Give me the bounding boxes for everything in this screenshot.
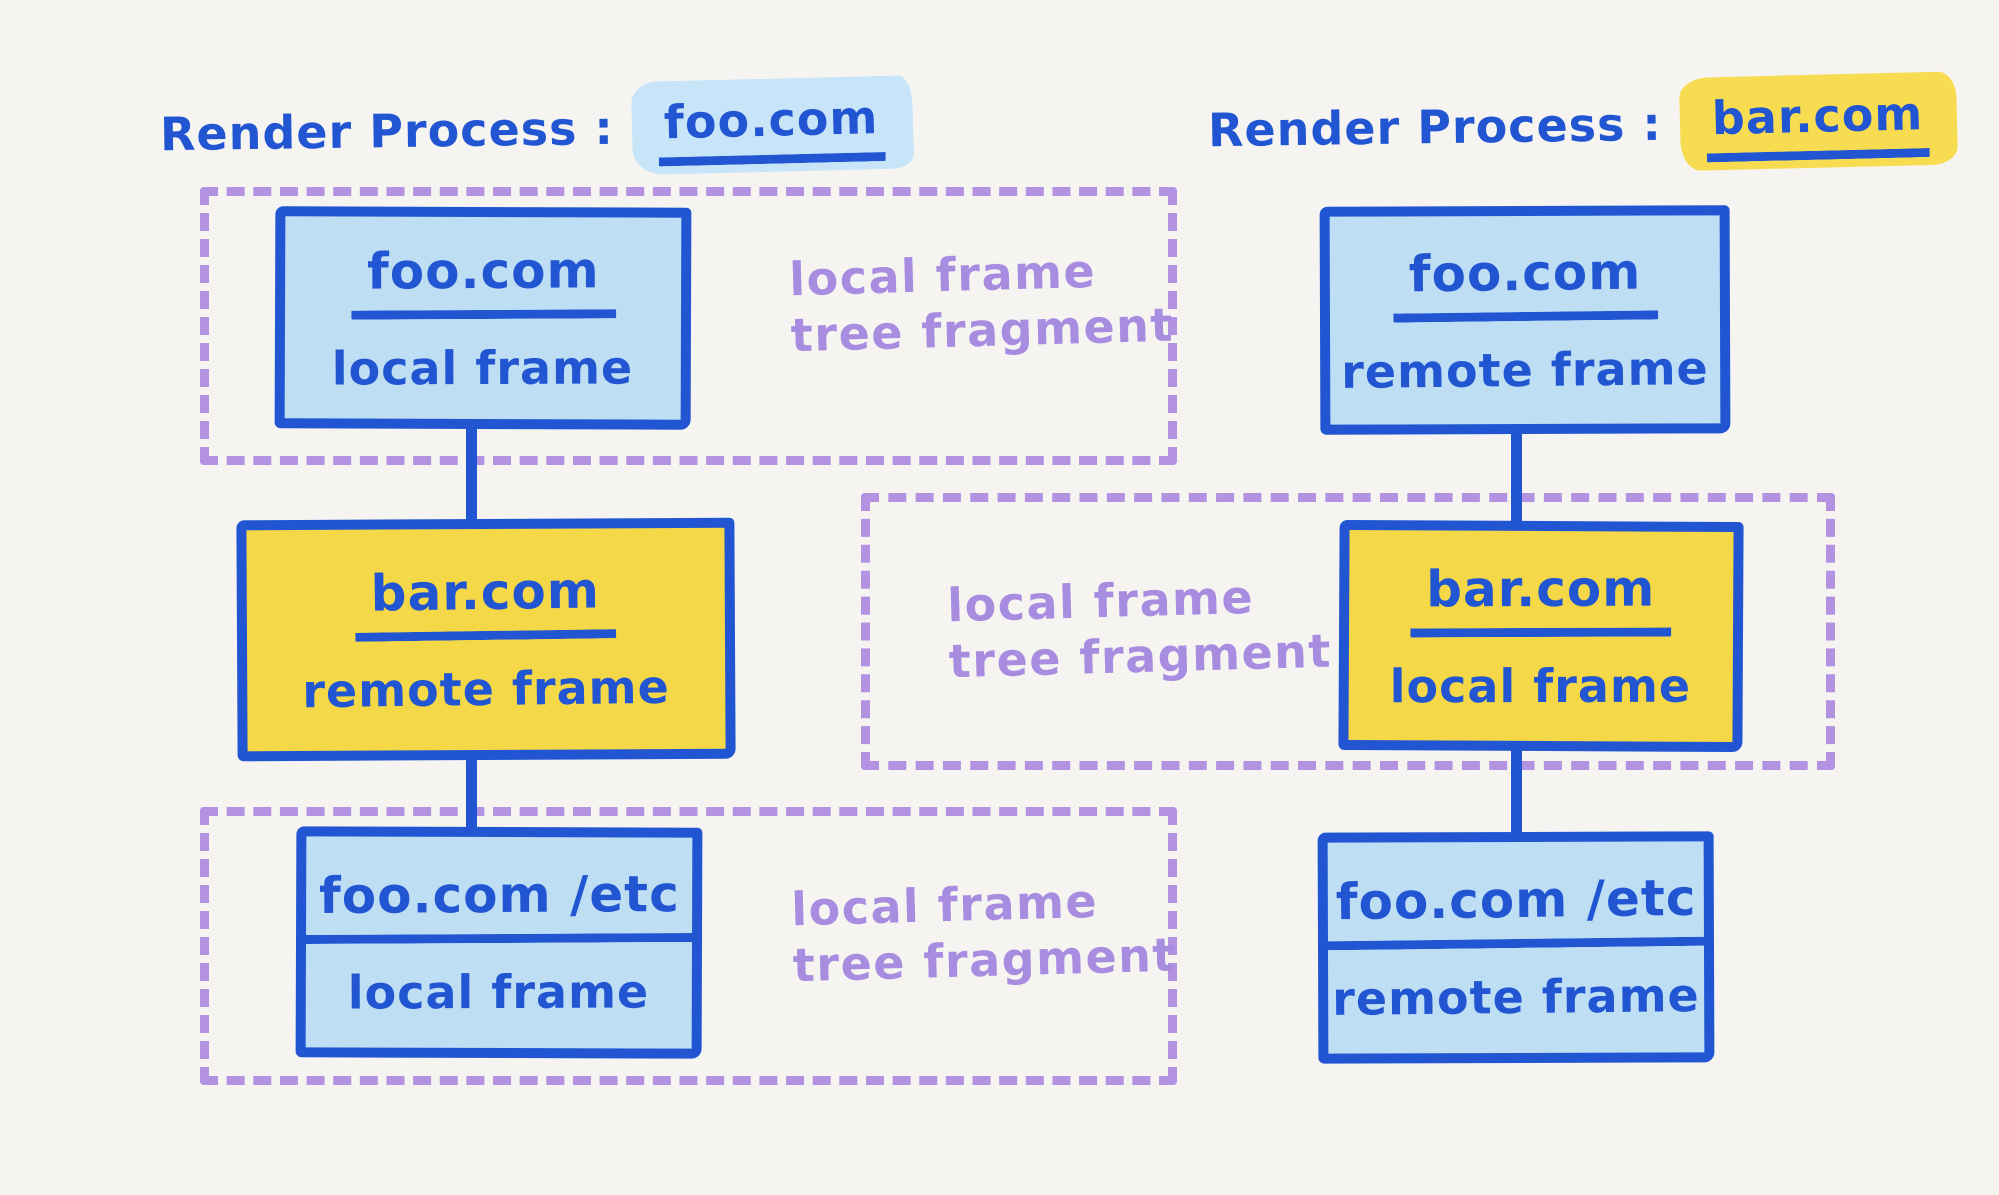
frame-node-domain: foo.com /etc [302, 864, 696, 945]
frame-node-domain: foo.com [350, 240, 616, 320]
fragment-label-line2: tree fragment [792, 927, 1177, 993]
frame-node-type: remote frame [1341, 340, 1710, 399]
frame-node-domain: foo.com /etc [1319, 868, 1713, 951]
connector-line-left-top [466, 420, 477, 530]
render-process-title-right: Render Process : bar.com [1207, 71, 1959, 176]
connector-line-left-bottom [466, 750, 477, 838]
frame-node-type: local frame [1390, 658, 1692, 713]
render-process-title-left: Render Process : foo.com [159, 75, 914, 180]
render-process-title-left-prefix: Render Process : [159, 100, 615, 161]
domain-highlight-bar: bar.com [1678, 71, 1959, 172]
frame-node-domain: foo.com [1392, 241, 1658, 323]
frame-node-fooetc-remote: foo.com /etc remote frame [1317, 831, 1715, 1064]
connector-line-right-bottom [1511, 740, 1522, 842]
frame-node-type: local frame [332, 339, 634, 396]
fragment-label-middle-right: local frame tree fragment [947, 567, 1333, 690]
render-process-title-right-prefix: Render Process : [1207, 96, 1663, 157]
render-process-title-right-domain: bar.com [1705, 86, 1931, 163]
fragment-label-line2: tree fragment [948, 623, 1333, 689]
fragment-box-middle-right [861, 493, 1835, 770]
frame-node-foo-local: foo.com local frame [274, 206, 692, 430]
frame-node-bar-remote: bar.com remote frame [236, 517, 736, 762]
fragment-label-line2: tree fragment [790, 297, 1175, 363]
frame-node-fooetc-local: foo.com /etc local frame [295, 826, 703, 1059]
fragment-label-bottom-left: local frame tree fragment [791, 871, 1177, 994]
frame-node-domain: bar.com [354, 561, 617, 642]
frame-node-foo-remote: foo.com remote frame [1319, 205, 1731, 435]
fragment-label-top-left: local frame tree fragment [789, 241, 1175, 364]
frame-node-type: local frame [348, 964, 650, 1020]
frame-node-type: remote frame [1332, 968, 1701, 1026]
frame-node-bar-local: bar.com local frame [1338, 519, 1744, 753]
fragment-box-bottom-left [200, 807, 1177, 1085]
frame-node-domain: bar.com [1410, 559, 1672, 637]
domain-highlight-foo: foo.com [630, 75, 914, 176]
render-process-title-left-domain: foo.com [657, 89, 886, 167]
fragment-box-top-left [200, 187, 1177, 465]
connector-line-right-top [1511, 426, 1522, 532]
frame-node-type: remote frame [302, 659, 671, 719]
